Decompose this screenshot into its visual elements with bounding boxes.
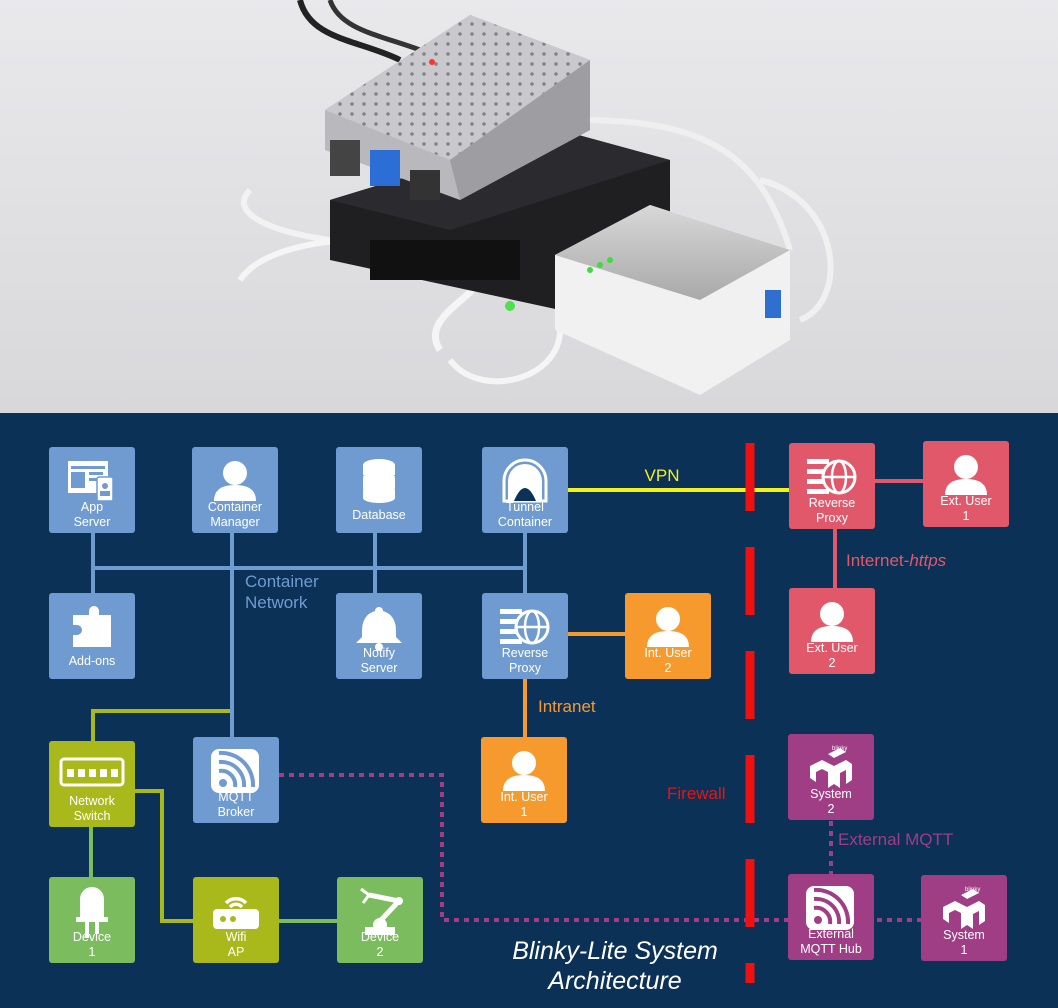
node-label-line1: Ext. User [806, 641, 857, 655]
node-label-line2: 1 [961, 943, 968, 957]
vpn-label: VPN [645, 466, 680, 485]
blinky-logo-icon: blinky [810, 746, 852, 788]
external-mqtt-links [279, 773, 923, 922]
diagram-title-line2: Architecture [546, 967, 681, 995]
container-network-lines [91, 533, 527, 740]
bell-icon [356, 607, 402, 651]
node-label-line1: Container [208, 500, 262, 514]
external-mqtt-label: External MQTT [838, 830, 953, 849]
node-label-line1: Device [361, 930, 399, 944]
firewall-label: Firewall [667, 784, 726, 803]
node-label-line1: MQTT [218, 790, 254, 804]
node-label-line2: 2 [828, 802, 835, 816]
node-label-line1: System [810, 787, 852, 801]
svg-text:blinky: blinky [965, 887, 980, 893]
diagram-title-line1: Blinky-Lite System [512, 937, 718, 965]
node-label-line1: Device [73, 930, 111, 944]
node-label-line1: Wifi [226, 930, 247, 944]
app-window-icon [68, 461, 114, 502]
node-label-line1: Database [352, 508, 406, 522]
container-network-label-line2: Network [245, 593, 308, 612]
node-label-line2: 2 [829, 656, 836, 670]
person-icon [503, 751, 545, 791]
led-icon [76, 887, 108, 938]
globe-icon [807, 459, 857, 495]
robot-arm-icon [360, 887, 403, 935]
node-label-line2: 2 [665, 661, 672, 675]
node-label-line1: Notify [363, 646, 396, 660]
person-icon [214, 461, 256, 501]
node-label-line2: Proxy [509, 661, 542, 675]
person-icon [811, 602, 853, 642]
container-network-label-line1: Container [245, 572, 319, 591]
wifi-signal-icon [806, 886, 854, 930]
person-icon [945, 455, 987, 495]
node-label-line2: 1 [521, 805, 528, 819]
wifi-signal-icon [211, 749, 259, 793]
node-label-line1: App [81, 500, 103, 514]
node-database: Database [336, 447, 422, 533]
node-label-line1: Network [69, 794, 116, 808]
node-label-line2: MQTT Hub [800, 942, 862, 956]
node-add-ons: Add-ons [49, 593, 135, 679]
node-label-line1: Tunnel [506, 500, 544, 514]
node-label-line2: Container [498, 515, 552, 529]
svg-text:blinky: blinky [832, 746, 847, 752]
node-label-line1: External [808, 927, 854, 941]
node-label-line1: Ext. User [940, 494, 991, 508]
device-links [89, 826, 338, 923]
puzzle-icon [73, 606, 111, 647]
node-label-line2: 2 [377, 945, 384, 959]
person-icon [647, 607, 689, 647]
node-label-line2: Server [74, 515, 111, 529]
node-label-line1: Int. User [500, 790, 547, 804]
router-icon [213, 897, 259, 929]
node-label-line2: AP [228, 945, 245, 959]
blinky-logo-icon: blinky [943, 887, 985, 929]
node-label-line1: Reverse [502, 646, 549, 660]
node-label-line2: 1 [963, 509, 970, 523]
globe-icon [500, 609, 550, 645]
node-label-line2: Manager [210, 515, 259, 529]
node-label-line2: Switch [74, 809, 111, 823]
lan-links [91, 709, 230, 923]
internet-https-label: Internet-https [846, 551, 947, 570]
node-label-line1: Reverse [809, 496, 856, 510]
node-label-line2: Server [361, 661, 398, 675]
node-label-line2: Broker [218, 805, 255, 819]
node-label-line1: Int. User [644, 646, 691, 660]
tunnel-icon [502, 458, 548, 503]
node-label-line1: System [943, 928, 985, 942]
hardware-photo [0, 0, 1058, 413]
node-label-line2: Proxy [816, 511, 849, 525]
node-label-line2: 1 [89, 945, 96, 959]
node-label-line1: Add-ons [69, 654, 116, 668]
intranet-label: Intranet [538, 697, 596, 716]
switch-icon [59, 757, 125, 787]
database-icon [363, 459, 395, 503]
